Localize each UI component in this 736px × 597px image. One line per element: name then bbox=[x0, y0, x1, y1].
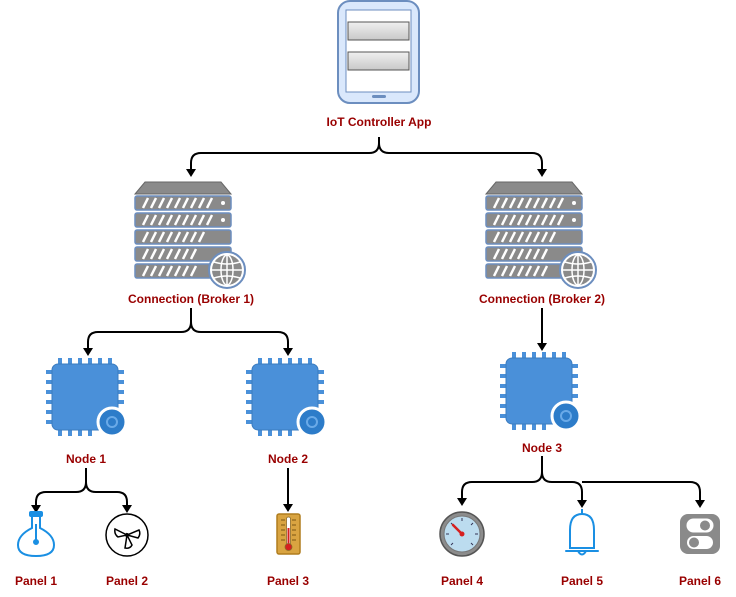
arrowhead bbox=[577, 500, 587, 508]
arrowhead bbox=[186, 169, 196, 177]
fan-icon bbox=[105, 513, 149, 557]
broker-2-server-icon bbox=[484, 181, 597, 289]
app-label: IoT Controller App bbox=[326, 115, 432, 129]
arrowhead bbox=[122, 505, 132, 513]
arrowhead bbox=[83, 348, 93, 356]
edge-broker-1-to-node-2 bbox=[190, 321, 289, 349]
panel-6-label: Panel 6 bbox=[678, 574, 722, 588]
thermometer-icon bbox=[276, 513, 301, 555]
node-1-label: Node 1 bbox=[65, 452, 107, 466]
panel-4-label: Panel 4 bbox=[440, 574, 484, 588]
node-2-chip-icon bbox=[246, 358, 328, 438]
broker-2-label: Connection (Broker 2) bbox=[478, 292, 606, 306]
edge-node-1-to-panel-1 bbox=[35, 468, 87, 506]
edge-node-3-to-panel-5 bbox=[541, 471, 583, 501]
panel-5-label: Panel 5 bbox=[560, 574, 604, 588]
edge-app-to-broker-2 bbox=[378, 142, 543, 170]
arrowhead bbox=[31, 505, 41, 513]
node-2-label: Node 2 bbox=[267, 452, 309, 466]
bell-icon bbox=[565, 509, 599, 556]
panel-1-label: Panel 1 bbox=[14, 574, 58, 588]
arrowhead bbox=[695, 500, 705, 508]
toggle-switch-icon bbox=[680, 514, 720, 554]
arrowhead bbox=[457, 498, 467, 506]
arrowhead bbox=[283, 348, 293, 356]
arrowhead bbox=[537, 343, 547, 351]
node-3-chip-icon bbox=[500, 352, 582, 432]
edge-node-3-to-panel-4 bbox=[461, 456, 543, 499]
arrowhead bbox=[537, 169, 547, 177]
broker-1-label: Connection (Broker 1) bbox=[127, 292, 255, 306]
panel-2-label: Panel 2 bbox=[105, 574, 149, 588]
globe-icon bbox=[208, 251, 246, 289]
node-1-chip-icon bbox=[46, 358, 128, 438]
arrowhead bbox=[283, 504, 293, 512]
panel-3-label: Panel 3 bbox=[266, 574, 310, 588]
edge-node-1-to-panel-2 bbox=[85, 481, 128, 506]
broker-1-server-icon bbox=[133, 181, 246, 289]
node-3-label: Node 3 bbox=[521, 441, 563, 455]
light-bulb-icon bbox=[16, 511, 56, 558]
tablet-icon bbox=[337, 0, 420, 104]
edge-app-to-broker-1 bbox=[190, 137, 380, 170]
edge-node-3-to-panel-6 bbox=[582, 481, 701, 501]
connectors bbox=[31, 137, 705, 513]
globe-icon bbox=[559, 251, 597, 289]
gauge-icon bbox=[439, 511, 485, 557]
edge-broker-1-to-node-1 bbox=[87, 308, 192, 349]
